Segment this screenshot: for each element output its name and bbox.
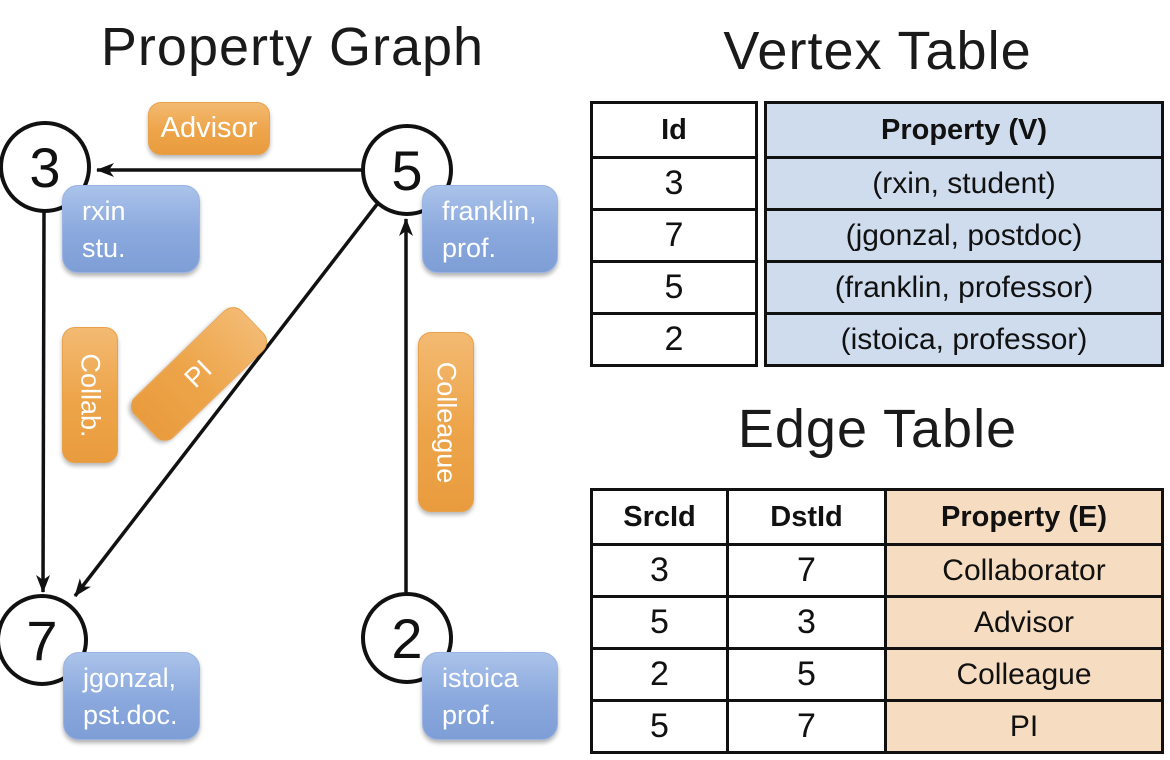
table-row: (jgonzal, postdoc) (764, 208, 1164, 263)
vertex-property-box-rxin: rxin stu. (62, 185, 200, 273)
vertex-id: 5 (391, 138, 423, 202)
edge-table-title: Edge Table (737, 399, 1018, 459)
edge-label-colleague: Colleague (418, 332, 474, 512)
edge-src-cell: 5 (590, 595, 729, 650)
edge-arrow-3-to-7 (36, 211, 51, 593)
table-row: 5 (590, 260, 758, 315)
edge-src-cell: 5 (590, 699, 729, 754)
edge-dst-cell: 7 (726, 699, 887, 754)
vertex-property-box-franklin: franklin, prof. (422, 185, 558, 273)
edge-table-property-header: Property (E) (884, 488, 1164, 546)
table-row: (istoica, professor) (764, 312, 1164, 367)
vertex-id-cell: 2 (590, 312, 758, 367)
table-row: 7 (590, 208, 758, 263)
edge-dst-cell: 5 (726, 647, 887, 702)
table-row: PI (884, 699, 1164, 754)
table-header-row: Property (E) (884, 488, 1164, 546)
edge-property-cell: Advisor (884, 595, 1164, 650)
table-header-row: Id (590, 101, 758, 159)
vertex-id-cell: 3 (590, 156, 758, 211)
table-row: Advisor (884, 595, 1164, 650)
vertex-property-cell: (jgonzal, postdoc) (764, 208, 1164, 263)
vertex-table-property-header: Property (V) (764, 101, 1164, 159)
edge-label-text: Collab. (75, 352, 106, 438)
vertex-property-line: rxin (82, 196, 126, 226)
table-row: Colleague (884, 647, 1164, 702)
edge-label-advisor: Advisor (148, 102, 270, 155)
vertex-id-cell: 5 (590, 260, 758, 315)
table-header-row: Property (V) (764, 101, 1164, 159)
table-row: (rxin, student) (764, 156, 1164, 211)
edge-table-property-column: Property (E) Collaborator Advisor Collea… (884, 488, 1164, 754)
table-row: 2 5 (590, 647, 887, 702)
vertex-table-title: Vertex Table (723, 21, 1032, 81)
table-row: 5 7 (590, 699, 887, 754)
vertex-node-5: 5 (361, 124, 453, 216)
edge-label-text: PI (179, 353, 219, 394)
table-row: 2 (590, 312, 758, 367)
edge-dst-cell: 3 (726, 595, 887, 650)
table-row: Collaborator (884, 543, 1164, 598)
vertex-property-line: istoica (442, 663, 519, 693)
vertex-property-line: stu. (82, 233, 126, 263)
edge-label-text: Colleague (431, 361, 462, 483)
vertex-id-cell: 7 (590, 208, 758, 263)
table-row: 3 7 (590, 543, 887, 598)
vertex-property-cell: (rxin, student) (764, 156, 1164, 211)
vertex-table-id-header: Id (590, 101, 758, 159)
vertex-property-cell: (franklin, professor) (764, 260, 1164, 315)
vertex-property-line: pst.doc. (83, 700, 178, 730)
edge-arrow-5-to-7 (73, 201, 380, 598)
table-row: 5 3 (590, 595, 887, 650)
graph-edges-layer (36, 163, 413, 598)
edge-table-dst-header: DstId (726, 488, 887, 546)
edge-src-cell: 3 (590, 543, 729, 598)
table-header-row: SrcId DstId (590, 488, 887, 546)
edge-table-id-columns: SrcId DstId 3 7 5 3 2 5 5 7 (590, 488, 887, 754)
edge-property-cell: Collaborator (884, 543, 1164, 598)
vertex-property-line: jgonzal, (83, 663, 177, 693)
vertex-property-line: franklin, (442, 196, 537, 226)
edge-property-cell: PI (884, 699, 1164, 754)
vertex-table-property-column: Property (V) (rxin, student) (jgonzal, p… (764, 101, 1164, 367)
vertex-id: 3 (29, 135, 61, 199)
edge-table-src-header: SrcId (590, 488, 729, 546)
vertex-id: 7 (26, 608, 58, 672)
edge-dst-cell: 7 (726, 543, 887, 598)
edge-src-cell: 2 (590, 647, 729, 702)
vertex-id: 2 (391, 606, 423, 670)
property-graph-title: Property Graph (100, 17, 485, 77)
vertex-property-line: prof. (442, 233, 497, 263)
vertex-property-box-istoica: istoica prof. (422, 652, 558, 740)
edge-label-collab: Collab. (62, 327, 118, 463)
table-row: (franklin, professor) (764, 260, 1164, 315)
table-row: 3 (590, 156, 758, 211)
vertex-property-line: prof. (442, 700, 497, 730)
edge-property-cell: Colleague (884, 647, 1164, 702)
edge-label-text: Advisor (160, 112, 258, 144)
vertex-property-cell: (istoica, professor) (764, 312, 1164, 367)
vertex-property-box-jgonzal: jgonzal, pst.doc. (63, 652, 200, 740)
vertex-table-id-column: Id 3 7 5 2 (590, 101, 758, 367)
